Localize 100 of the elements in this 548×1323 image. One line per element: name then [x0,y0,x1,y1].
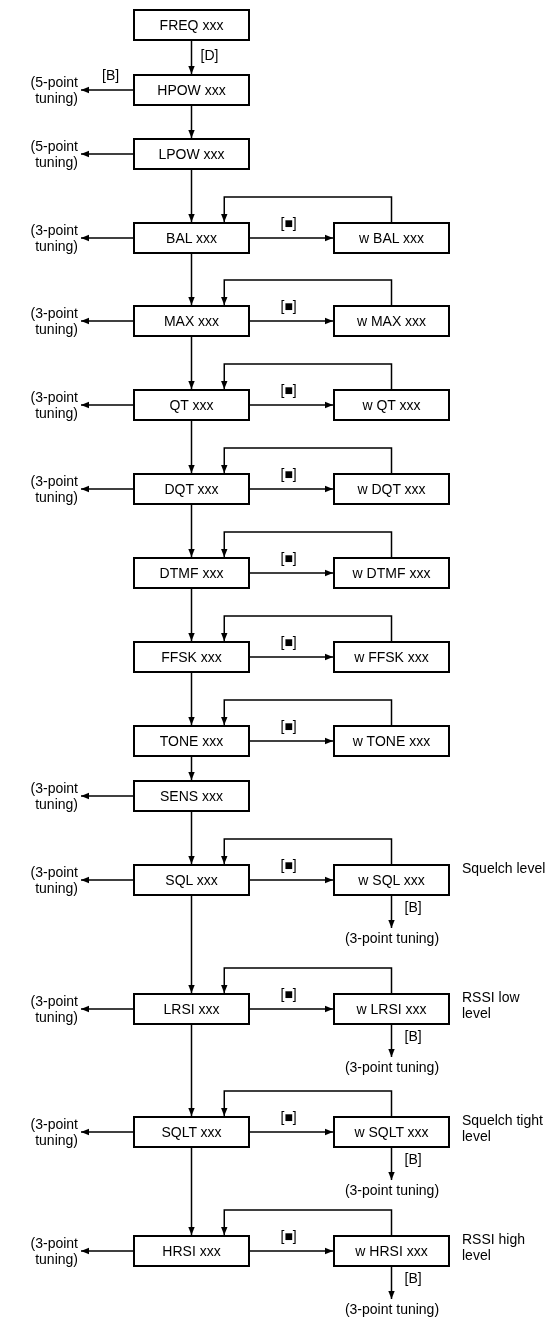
arrow [80,234,134,242]
arrow [221,279,393,306]
edge-label: [■] [279,858,298,874]
arrow [80,150,134,158]
arrow [388,1024,395,1058]
process-box: LRSI xxx [133,993,250,1025]
tuning-note: (3-point tuning) [4,779,78,813]
arrow [188,169,195,223]
tuning-note: (3-point tuning) [4,472,78,506]
tuning-note: (3-point tuning) [4,1115,78,1149]
arrow [249,1247,334,1255]
arrow [188,1147,195,1236]
tuning-note: (3-point tuning) [4,863,78,897]
edge-label: [■] [279,216,298,232]
tuning-note: (3-point tuning) [4,1234,78,1268]
write-box: w FFSK xxx [333,641,450,673]
arrow [388,895,395,929]
tuning-note: (3-point tuning) [4,992,78,1026]
edge-label: [D] [199,47,220,63]
process-box: QT xxx [133,389,250,421]
arrow [188,504,195,558]
write-box: w LRSI xxx [333,993,450,1025]
edge-label: [■] [279,299,298,315]
arrow [249,1005,334,1013]
process-box: FFSK xxx [133,641,250,673]
arrow [188,253,195,306]
arrow [80,1128,134,1136]
arrow [249,234,334,242]
arrow [249,1128,334,1136]
edge-label: [■] [279,1110,298,1126]
arrow [221,615,393,642]
write-box: w TONE xxx [333,725,450,757]
tuning-note: (3-point tuning) [4,388,78,422]
arrow [80,401,134,409]
process-box: DTMF xxx [133,557,250,589]
edge-label: [B] [403,1029,423,1045]
arrow [249,401,334,409]
write-box: w SQLT xxx [333,1116,450,1148]
process-box: HRSI xxx [133,1235,250,1267]
process-box: DQT xxx [133,473,250,505]
side-note: Squelch level [462,860,546,877]
process-box: TONE xxx [133,725,250,757]
edge-label: [B] [403,1152,423,1168]
side-note: Squelch tight level [462,1112,544,1145]
process-box: SENS xxx [133,780,250,812]
tuning-note: (3-point tuning) [322,1059,462,1076]
arrow [188,40,195,75]
arrow [80,792,134,800]
arrow [188,588,195,642]
write-box: w MAX xxx [333,305,450,337]
edge-label: [■] [279,635,298,651]
arrow [249,485,334,493]
arrow [188,811,195,865]
arrow [188,420,195,474]
arrow [188,672,195,726]
arrow [249,737,334,745]
arrow [80,485,134,493]
process-box: BAL xxx [133,222,250,254]
arrow [80,1247,134,1255]
arrow [388,1266,395,1300]
tuning-note: (3-point tuning) [322,1182,462,1199]
process-box: SQLT xxx [133,1116,250,1148]
arrow [188,895,195,994]
edge-label: [■] [279,467,298,483]
arrow [249,653,334,661]
write-box: w SQL xxx [333,864,450,896]
edge-label: [B] [101,68,121,84]
process-box: LPOW xxx [133,138,250,170]
arrow [188,336,195,390]
side-note: RSSI high level [462,1231,527,1264]
arrow [221,363,393,390]
edge-label: [■] [279,551,298,567]
edge-label: [■] [279,719,298,735]
arrow [221,1209,393,1236]
edge-label: [B] [403,1271,423,1287]
edge-label: [■] [279,987,298,1003]
arrow [80,1005,134,1013]
arrow [221,967,393,994]
arrow [221,531,393,558]
process-box: HPOW xxx [133,74,250,106]
arrow [249,569,334,577]
arrow [221,699,393,726]
arrow [221,838,393,865]
edge-label: [B] [403,900,423,916]
arrow [249,876,334,884]
process-box: MAX xxx [133,305,250,337]
write-box: w DTMF xxx [333,557,450,589]
arrow [188,756,195,781]
arrow [388,1147,395,1181]
arrow [188,105,195,139]
arrow [249,317,334,325]
arrow [80,876,134,884]
write-box: w QT xxx [333,389,450,421]
arrow [188,1024,195,1117]
write-box: w HRSI xxx [333,1235,450,1267]
tuning-note: (3-point tuning) [322,1301,462,1318]
write-box: w DQT xxx [333,473,450,505]
side-note: RSSI low level [462,989,521,1022]
arrow [221,447,393,474]
tuning-note: (5-point tuning) [4,73,78,107]
